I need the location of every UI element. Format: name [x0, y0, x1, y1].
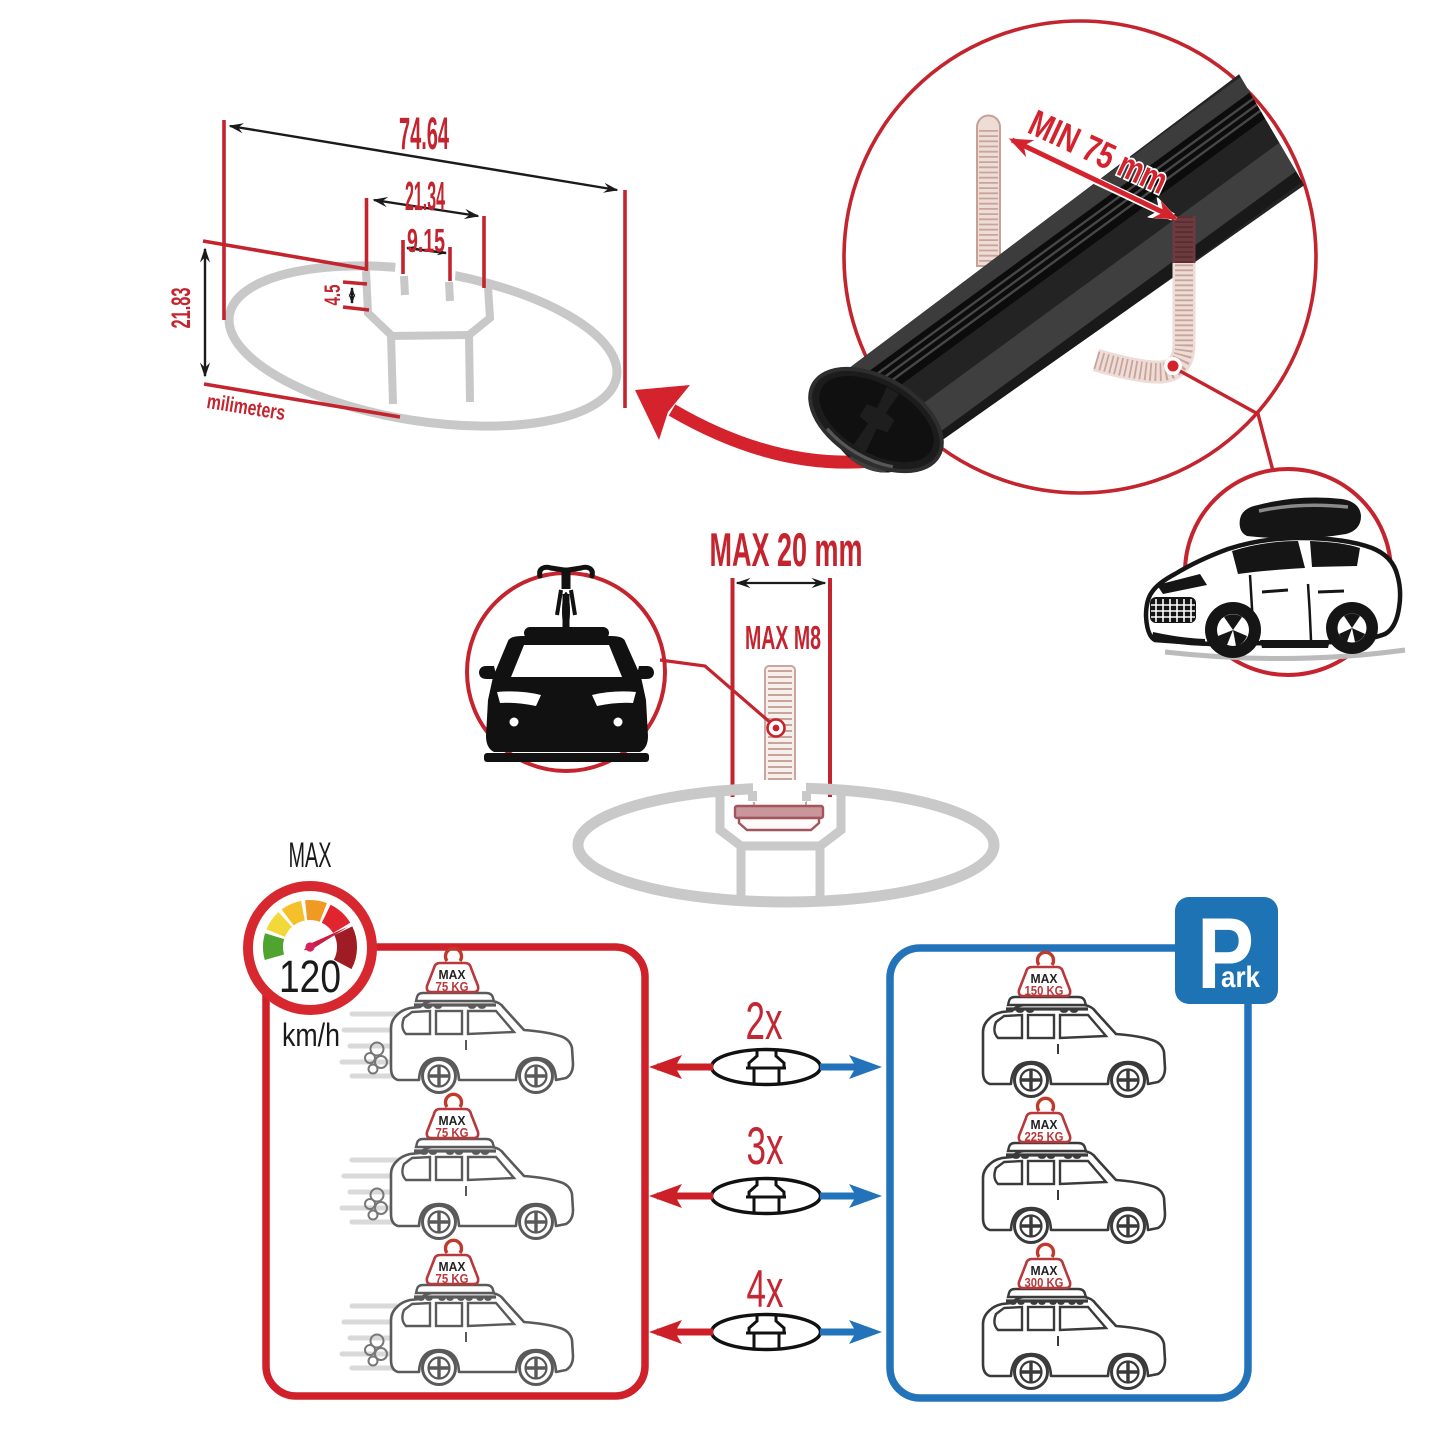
svg-text:MAX 20 mm: MAX 20 mm: [710, 523, 863, 576]
svg-text:MAX M8: MAX M8: [745, 619, 821, 656]
svg-text:MAX: MAX: [1031, 1118, 1059, 1132]
svg-text:P: P: [1197, 898, 1254, 1010]
svg-text:3x: 3x: [747, 1117, 784, 1176]
svg-text:2x: 2x: [746, 992, 783, 1051]
svg-text:4.5: 4.5: [320, 285, 345, 306]
svg-text:ark: ark: [1221, 961, 1260, 994]
svg-text:MAX: MAX: [1031, 972, 1059, 986]
svg-text:74.64: 74.64: [399, 108, 449, 159]
svg-text:MAX: MAX: [1031, 1264, 1059, 1278]
svg-text:21.83: 21.83: [166, 288, 196, 329]
svg-text:9.15: 9.15: [407, 222, 445, 259]
svg-text:4x: 4x: [747, 1260, 784, 1319]
svg-text:150 KG: 150 KG: [1025, 984, 1064, 998]
svg-text:km/h: km/h: [282, 1017, 340, 1053]
svg-text:21.34: 21.34: [405, 173, 445, 219]
svg-text:MAX: MAX: [289, 836, 332, 875]
svg-text:300 KG: 300 KG: [1025, 1276, 1064, 1290]
svg-text:120: 120: [279, 951, 341, 1002]
svg-text:225 KG: 225 KG: [1025, 1130, 1064, 1144]
